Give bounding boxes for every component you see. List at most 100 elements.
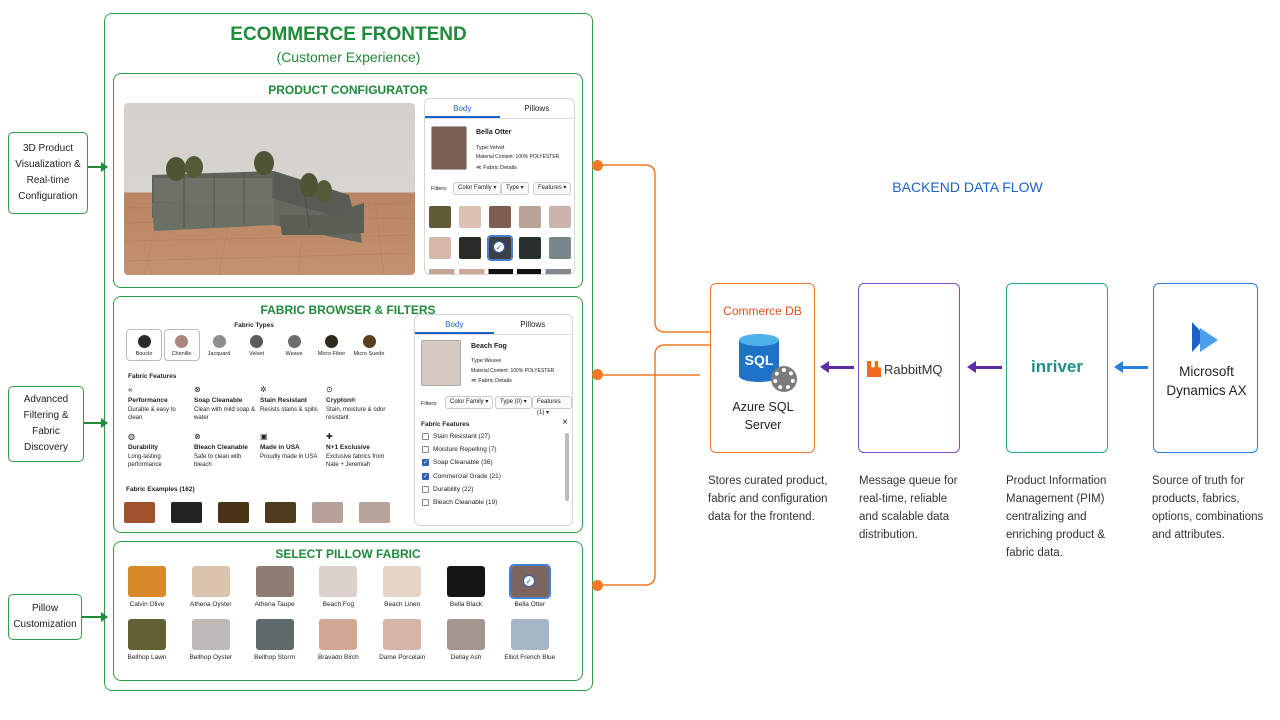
feature-name: Made in USA bbox=[260, 444, 300, 451]
pillow-fabric-option[interactable]: Elliot French Blue bbox=[500, 619, 560, 661]
pillow-fabric-option[interactable]: Calvin Olive bbox=[117, 566, 177, 608]
fabric-example-swatch[interactable] bbox=[359, 502, 390, 523]
pillow-fabric-label: Bravado Birch bbox=[317, 654, 359, 661]
checkbox[interactable]: ✓ bbox=[422, 472, 429, 480]
inriver-box: inriver bbox=[1006, 283, 1108, 453]
fabric-browser-frame: FABRIC BROWSER & FILTERS Fabric Types Bo… bbox=[113, 296, 583, 533]
fabric-swatch[interactable] bbox=[549, 206, 571, 228]
configurator-title: PRODUCT CONFIGURATOR bbox=[268, 83, 428, 97]
fabric-example-swatch[interactable] bbox=[312, 502, 343, 523]
filter-color-family[interactable]: Color Family ▾ bbox=[453, 182, 502, 195]
fabric-material: Material Content: 100% POLYESTER bbox=[471, 368, 555, 374]
pillow-fabric-label: Bellhop Oyster bbox=[189, 654, 233, 661]
fabric-example-swatch[interactable] bbox=[218, 502, 249, 523]
fabric-type-option[interactable]: Velvet bbox=[239, 335, 275, 357]
fabric-type-option[interactable]: Weave bbox=[276, 335, 312, 357]
fabric-example-swatch[interactable] bbox=[124, 502, 155, 523]
fabric-swatch[interactable] bbox=[519, 237, 541, 259]
selected-fabric-swatch bbox=[431, 126, 467, 170]
sql-database-icon: SQL bbox=[739, 334, 779, 384]
filter-type[interactable]: Type (0) ▾ bbox=[495, 396, 532, 409]
sofa-3d-render[interactable] bbox=[124, 103, 415, 275]
tab-body[interactable]: Body bbox=[425, 99, 500, 118]
checkbox[interactable] bbox=[422, 446, 429, 454]
tab-body[interactable]: Body bbox=[415, 315, 494, 334]
pillow-fabric-swatch bbox=[383, 619, 422, 650]
checkbox[interactable]: ✓ bbox=[422, 459, 429, 467]
fabric-type-swatch bbox=[175, 335, 188, 348]
fabric-type-option[interactable]: Micro Fiber bbox=[314, 335, 350, 357]
fabric-swatch[interactable] bbox=[519, 206, 541, 228]
pillow-fabric-label: Bellhop Lawn bbox=[127, 654, 167, 661]
fabric-details-link[interactable]: ≪ Fabric Details bbox=[476, 165, 517, 171]
filter-color-family-label: Color Family bbox=[450, 399, 484, 405]
checkbox-label: Durability (22) bbox=[433, 485, 474, 493]
pillow-fabric-option[interactable]: Athena Oyster bbox=[181, 566, 241, 608]
tab-pillows[interactable]: Pillows bbox=[524, 104, 550, 113]
pillow-fabric-option[interactable]: Bravado Birch bbox=[308, 619, 368, 661]
fabric-example-swatch[interactable] bbox=[171, 502, 202, 523]
filter-features[interactable]: Features ▾ bbox=[533, 182, 572, 195]
fabric-swatch[interactable] bbox=[429, 206, 451, 228]
fabric-details-link[interactable]: ≪ Fabric Details bbox=[471, 378, 512, 384]
pillow-fabric-swatch bbox=[255, 619, 294, 650]
feature-checkbox-row[interactable]: Moisture Repelling (7) bbox=[422, 446, 497, 454]
fabric-type-swatch bbox=[362, 335, 376, 348]
browser-title: FABRIC BROWSER & FILTERS bbox=[260, 303, 436, 317]
feature-name: Performance bbox=[128, 397, 168, 404]
pillow-fabric-option[interactable]: Dellay Ash bbox=[436, 619, 496, 661]
feature-checkbox-row[interactable]: Bleach Cleanable (19) bbox=[422, 499, 497, 506]
feature-checkbox-row[interactable]: Stain Resistant (27) bbox=[422, 433, 490, 440]
fabric-type-option[interactable]: Micro Suede bbox=[351, 335, 387, 357]
feature-checkbox-row[interactable]: ✓Soap Cleanable (36) bbox=[422, 459, 493, 467]
fabric-type-option[interactable]: Boucle bbox=[126, 329, 162, 361]
pillow-fabric-option[interactable]: Beach Fog bbox=[308, 566, 368, 608]
filter-color-family[interactable]: Color Family ▾ bbox=[445, 396, 494, 409]
pillow-fabric-option[interactable]: Beach Linen bbox=[372, 566, 432, 608]
fabric-swatch[interactable]: ✓ bbox=[487, 235, 513, 261]
fabric-swatch[interactable] bbox=[459, 237, 481, 259]
checkbox[interactable] bbox=[422, 485, 429, 493]
fabric-material: Material Content: 100% POLYESTER bbox=[476, 154, 560, 160]
pillow-fabric-label: Dellay Ash bbox=[450, 654, 482, 661]
pillow-fabric-option[interactable]: Athena Taupe bbox=[245, 566, 305, 608]
arrow-pillow bbox=[82, 612, 108, 622]
arrow-rabbitmq-to-db bbox=[820, 361, 854, 373]
dropdown-scrollbar[interactable] bbox=[565, 433, 569, 501]
fabric-type-option[interactable]: Chenille bbox=[163, 329, 200, 361]
fabric-swatch[interactable] bbox=[549, 237, 571, 259]
tab-pillows[interactable]: Pillows bbox=[520, 320, 546, 329]
rabbitmq-icon bbox=[867, 361, 881, 377]
fabric-type-option[interactable]: Jacquard bbox=[201, 335, 237, 357]
feature-desc: Resists stains & spills bbox=[260, 407, 318, 413]
pillow-fabric-option[interactable]: ✓Bella Otter bbox=[500, 564, 560, 608]
fabric-swatch[interactable] bbox=[459, 206, 481, 228]
fabric-type-label: Chenille bbox=[171, 351, 192, 357]
fabric-example-swatch[interactable] bbox=[265, 502, 296, 523]
feature-name: Soap Cleanable bbox=[194, 397, 243, 404]
checkbox[interactable] bbox=[422, 433, 429, 440]
filter-type[interactable]: Type ▾ bbox=[501, 182, 529, 195]
fabric-swatch[interactable] bbox=[489, 206, 511, 228]
pillow-fabric-option[interactable]: Bellhop Lawn bbox=[117, 619, 177, 661]
feature-checkbox-row[interactable]: ✓Commercial Grade (21) bbox=[422, 472, 501, 480]
pillow-fabric-option[interactable]: Bellhop Oyster bbox=[181, 619, 241, 661]
filter-features[interactable]: Features (1) ▾ bbox=[532, 396, 572, 416]
filter-type-label: Type (0) bbox=[500, 399, 523, 405]
pillow-fabric-option[interactable]: Dame Porcelain bbox=[372, 619, 432, 661]
fabric-feature: ⊙Crypton®Stain, moisture & odor resistan… bbox=[326, 386, 388, 422]
fabric-type-swatch bbox=[137, 335, 151, 348]
fabric-swatch[interactable] bbox=[429, 237, 451, 259]
close-icon[interactable]: × bbox=[562, 417, 568, 428]
fabric-type-swatch bbox=[212, 335, 226, 348]
pillow-fabric-option[interactable]: Bella Black bbox=[436, 566, 496, 608]
pillow-fabric-option[interactable]: Bellhop Storm bbox=[245, 619, 305, 661]
filters-label: Filters: bbox=[421, 401, 438, 407]
feature-checkbox-row[interactable]: Durability (22) bbox=[422, 485, 474, 493]
feature-desc: Stain, moisture & odor resistant bbox=[326, 407, 386, 421]
pillow-fabric-swatch bbox=[191, 619, 230, 650]
feature-name: Crypton® bbox=[326, 397, 356, 404]
checkbox[interactable] bbox=[422, 499, 429, 506]
pillow-fabric-label: Bellhop Storm bbox=[254, 654, 295, 661]
